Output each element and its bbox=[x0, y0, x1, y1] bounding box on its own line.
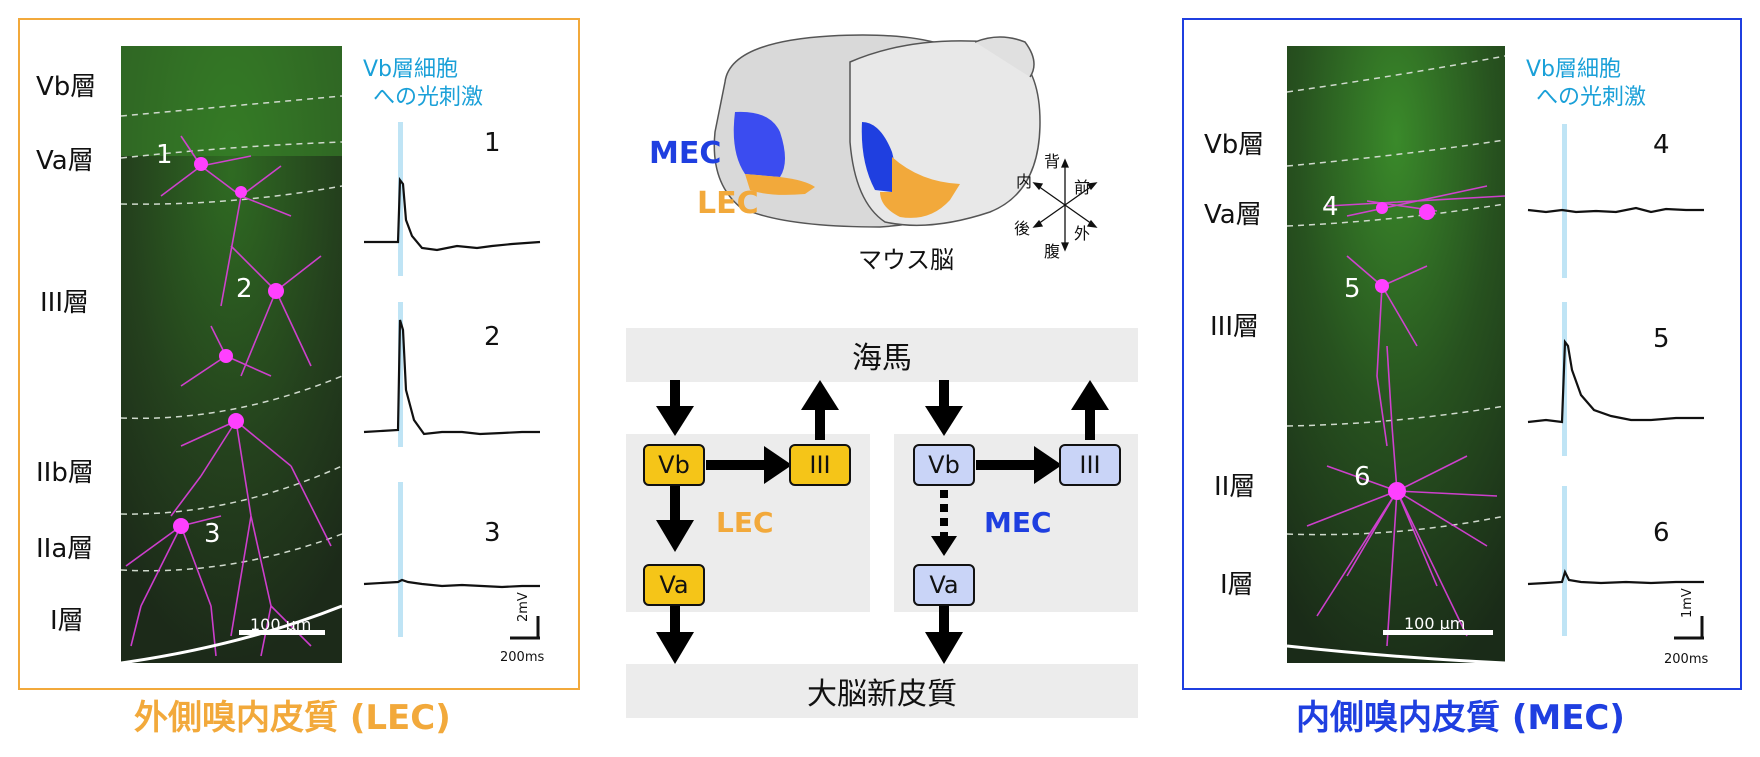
compass-posterior: 後 bbox=[1014, 219, 1031, 238]
lec-panel-title: 外側嗅内皮質 (LEC) bbox=[134, 698, 451, 738]
mec-stim-bar-1 bbox=[1562, 124, 1567, 278]
mec-traces bbox=[1527, 206, 1704, 640]
neocortex-band: 大脳新皮質 bbox=[626, 664, 1138, 718]
mec-circuit-label: MEC bbox=[984, 506, 1052, 539]
lec-image-scale: 100 µm bbox=[250, 615, 312, 634]
mec-trace-scale-v: 1mV bbox=[1680, 588, 1695, 618]
mec-layer-va: Va層 bbox=[1204, 200, 1262, 230]
mec-micrograph bbox=[1287, 46, 1505, 663]
lec-stim-bar-3 bbox=[398, 482, 403, 637]
lec-cell-3: 3 bbox=[204, 519, 221, 549]
lec-neuron-image bbox=[121, 46, 342, 663]
mec-layer-iii: III層 bbox=[1210, 312, 1260, 342]
lec-cell-2: 2 bbox=[236, 274, 253, 304]
lec-layer-vb: Vb層 bbox=[36, 72, 97, 102]
lec-layer-iia: IIa層 bbox=[36, 534, 94, 564]
lec-trace-num-1: 1 bbox=[484, 128, 501, 158]
mec-cell-6: 6 bbox=[1354, 462, 1371, 492]
mec-layer-vb: Vb層 bbox=[1204, 130, 1265, 160]
lec-layer-iib: IIb層 bbox=[36, 458, 94, 488]
lec-trace-num-3: 3 bbox=[484, 518, 501, 548]
mec-cell-4: 4 bbox=[1322, 192, 1339, 222]
mec-cell-5: 5 bbox=[1344, 274, 1361, 304]
compass-medial: 内 bbox=[1016, 172, 1033, 191]
brain-mec-label: MEC bbox=[649, 136, 722, 171]
brain-lec-label: LEC bbox=[697, 186, 759, 221]
brain-caption: マウス脳 bbox=[858, 246, 954, 274]
lec-layer-va: Va層 bbox=[36, 146, 94, 176]
lec-va-box: Va bbox=[643, 564, 705, 606]
mec-trace-scale-t: 200ms bbox=[1664, 652, 1709, 667]
compass-ventral: 腹 bbox=[1044, 242, 1061, 261]
mec-stim-bar-3 bbox=[1562, 486, 1567, 636]
lec-trace-scale-v: 2mV bbox=[516, 592, 531, 622]
mec-panel bbox=[1182, 18, 1742, 690]
compass-anterior: 前 bbox=[1074, 178, 1091, 197]
lec-stim-bar-1 bbox=[398, 122, 403, 276]
lec-stim-bar-2 bbox=[398, 302, 403, 447]
lec-traces bbox=[363, 176, 541, 640]
lec-trace-num-2: 2 bbox=[484, 322, 501, 352]
mouse-brain-illustration bbox=[713, 34, 1041, 228]
mec-trace-num-6: 6 bbox=[1653, 518, 1670, 548]
mec-va-box: Va bbox=[913, 564, 975, 606]
hippocampus-band: 海馬 bbox=[626, 328, 1138, 382]
lec-vb-box: Vb bbox=[643, 444, 705, 486]
lec-layer-i: I層 bbox=[50, 606, 84, 636]
mec-layer-i: I層 bbox=[1220, 570, 1254, 600]
lec-circuit-label: LEC bbox=[716, 506, 774, 539]
mec-panel-title: 内側嗅内皮質 (MEC) bbox=[1296, 698, 1625, 738]
mec-iii-box: III bbox=[1059, 444, 1121, 486]
mec-stim-label: Vb層細胞 への光刺激 bbox=[1526, 57, 1647, 110]
circuit-arrows bbox=[656, 380, 1109, 664]
lec-micrograph bbox=[121, 46, 342, 663]
lec-cell-1: 1 bbox=[156, 140, 173, 170]
mec-layer-ii: II層 bbox=[1214, 472, 1256, 502]
mec-trace-num-4: 4 bbox=[1653, 130, 1670, 160]
orientation-compass bbox=[1032, 158, 1098, 252]
lec-stim-label: Vb層細胞 への光刺激 bbox=[363, 57, 484, 110]
lec-panel bbox=[18, 18, 580, 690]
compass-dorsal: 背 bbox=[1044, 152, 1061, 171]
lec-layer-iii: III層 bbox=[40, 288, 90, 318]
mec-image-scale: 100 µm bbox=[1404, 614, 1466, 633]
mec-neuron-image bbox=[1287, 46, 1505, 663]
mec-vb-box: Vb bbox=[913, 444, 975, 486]
lec-trace-scale-t: 200ms bbox=[500, 650, 545, 665]
lec-iii-box: III bbox=[789, 444, 851, 486]
mec-trace-num-5: 5 bbox=[1653, 324, 1670, 354]
compass-lateral: 外 bbox=[1074, 224, 1091, 243]
